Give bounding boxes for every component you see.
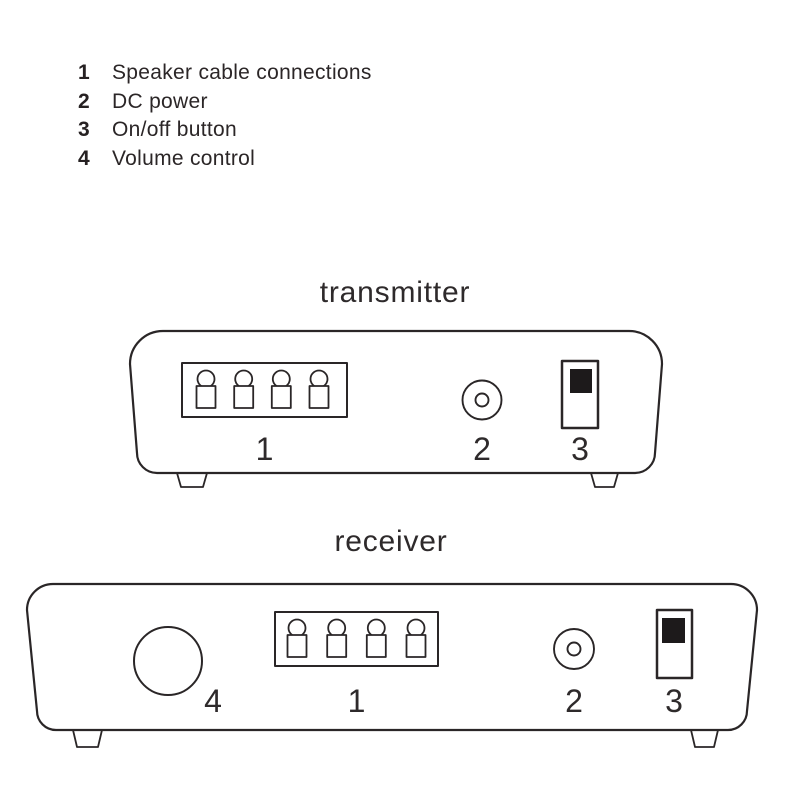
device-foot-left	[72, 729, 103, 748]
legend-item-label: Speaker cable connections	[112, 61, 372, 84]
receiver-diagram: 4 1 2 3	[25, 582, 759, 748]
label-dc-power: 2	[473, 431, 491, 467]
terminal-connector	[308, 369, 330, 409]
device-foot-left	[176, 472, 208, 488]
terminal-connector	[233, 369, 255, 409]
transmitter-diagram: 1 2 3	[128, 329, 664, 488]
receiver-title: receiver	[334, 525, 448, 558]
dc-power-jack	[553, 628, 595, 670]
volume-knob	[133, 626, 203, 696]
label-speaker-terminals: 1	[256, 431, 274, 467]
device-foot-right	[590, 472, 619, 488]
terminal-connector	[195, 369, 217, 409]
label-power-switch: 3	[571, 431, 589, 467]
legend-item: 2 DC power	[78, 90, 372, 119]
device-foot-right	[690, 729, 719, 748]
label-dc-power: 2	[565, 683, 583, 719]
legend: 1 Speaker cable connections 2 DC power 3…	[78, 61, 372, 175]
switch-rocker	[570, 369, 592, 393]
legend-item-label: On/off button	[112, 118, 237, 141]
legend-item-label: Volume control	[112, 146, 256, 170]
label-power-switch: 3	[665, 683, 683, 719]
label-volume-knob: 4	[204, 683, 222, 719]
terminal-connector	[365, 618, 387, 658]
terminal-connector	[405, 618, 427, 658]
speaker-terminal-block	[181, 362, 348, 418]
legend-item-label: DC power	[112, 89, 208, 113]
legend-item-number: 3	[78, 118, 90, 141]
power-switch	[560, 359, 600, 430]
speaker-terminal-block	[274, 611, 439, 667]
terminal-connector	[270, 369, 292, 409]
legend-item: 3 On/off button	[78, 118, 372, 147]
dc-power-jack	[461, 379, 503, 421]
power-switch	[655, 608, 694, 680]
legend-item-number: 4	[78, 146, 90, 170]
legend-item: 4 Volume control	[78, 147, 372, 176]
transmitter-title: transmitter	[319, 276, 471, 309]
switch-rocker	[662, 618, 685, 643]
label-speaker-terminals: 1	[348, 683, 366, 719]
terminal-connector	[326, 618, 348, 658]
legend-item-number: 2	[78, 89, 90, 113]
legend-item: 1 Speaker cable connections	[78, 61, 372, 90]
legend-item-number: 1	[78, 61, 90, 84]
terminal-connector	[286, 618, 308, 658]
